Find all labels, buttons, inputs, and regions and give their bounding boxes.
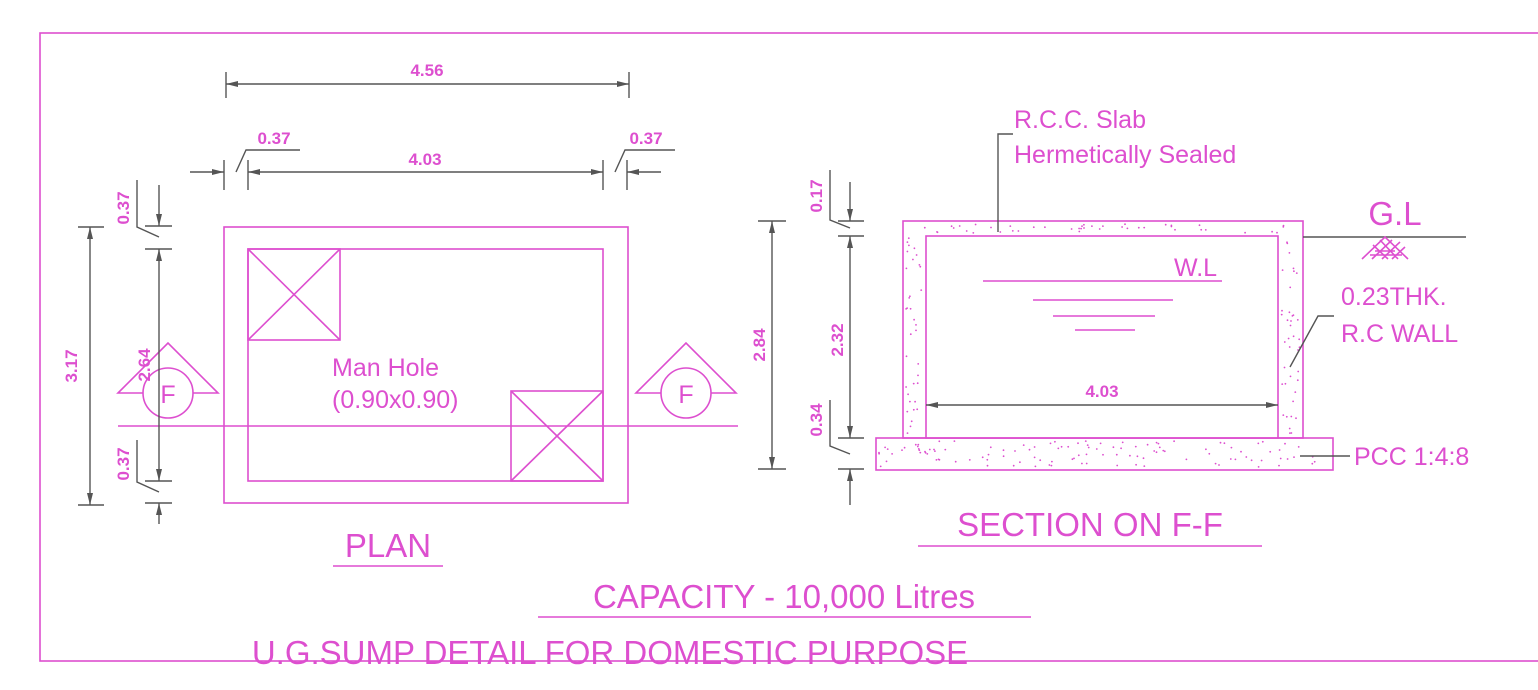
dim-overall-height: 3.17 xyxy=(62,226,104,506)
manhole-2 xyxy=(510,390,604,482)
section-marker-right: F xyxy=(634,341,738,419)
section-mark-right-label: F xyxy=(678,381,693,409)
wall-label-2: R.C WALL xyxy=(1341,320,1458,348)
dim-inner-width-value: 4.03 xyxy=(408,150,441,169)
plan-view: Man Hole (0.90x0.90) F F 4.56 xyxy=(62,61,738,567)
section-marker-left: F xyxy=(116,341,220,419)
manhole-label-2: (0.90x0.90) xyxy=(332,386,458,414)
dim-overall-width: 4.56 xyxy=(225,61,630,98)
plan-outer-wall xyxy=(223,226,629,504)
manhole-label-1: Man Hole xyxy=(332,354,439,382)
manhole-1 xyxy=(247,248,341,341)
water-level-label: W.L xyxy=(1174,254,1217,282)
drawing-title: U.G.SUMP DETAIL FOR DOMESTIC PURPOSE xyxy=(252,634,968,671)
section-inner-cavity xyxy=(925,235,1279,439)
section-mark-left-label: F xyxy=(160,381,175,409)
dim-inner-height: 2.64 0.37 0.37 xyxy=(114,180,172,524)
dim-base-value: 0.34 xyxy=(807,403,826,437)
concrete-hatch xyxy=(878,223,1316,468)
ground-hatch xyxy=(1361,235,1409,260)
dim-slab-value: 0.17 xyxy=(807,179,826,212)
section-title: SECTION ON F-F xyxy=(957,506,1223,543)
ground-level-label: G.L xyxy=(1368,195,1421,232)
plan-title: PLAN xyxy=(345,527,431,564)
slab-leader xyxy=(997,133,1013,232)
dim-overall-height-value: 3.17 xyxy=(62,349,81,382)
dim-inner-width: 4.03 0.37 0.37 xyxy=(190,129,675,190)
dim-section-overall-height: 2.84 xyxy=(750,220,786,470)
capacity-title: CAPACITY - 10,000 Litres xyxy=(593,578,975,615)
dim-wall-right-value: 0.37 xyxy=(629,129,662,148)
slab-label-1: R.C.C. Slab xyxy=(1014,106,1146,134)
water-level-mark xyxy=(983,280,1222,331)
pcc-label: PCC 1:4:8 xyxy=(1354,443,1469,471)
plan-inner-wall xyxy=(247,248,604,482)
dim-section-overall-height-value: 2.84 xyxy=(750,328,769,362)
section-view: G.L W.L R.C.C. Slab Hermetically Sealed … xyxy=(750,106,1469,547)
pcc-base xyxy=(875,437,1334,471)
dim-section-inner-width-value: 4.03 xyxy=(1085,382,1118,401)
dim-overall-width-value: 4.56 xyxy=(410,61,443,80)
dim-inner-height-value: 2.64 xyxy=(135,348,154,382)
dim-section-inner-height-value: 2.32 xyxy=(828,323,847,356)
dim-wall-bottom-value: 0.37 xyxy=(114,447,133,480)
sheet-border xyxy=(39,32,1538,662)
wall-leader xyxy=(1289,315,1334,368)
dim-wall-left-value: 0.37 xyxy=(257,129,290,148)
dim-section-inner-width: 4.03 xyxy=(926,382,1278,408)
dim-section-chain: 0.17 2.32 0.34 xyxy=(807,170,864,505)
slab-label-2: Hermetically Sealed xyxy=(1014,141,1236,169)
dim-wall-top-value: 0.37 xyxy=(114,191,133,224)
wall-label-1: 0.23THK. xyxy=(1341,283,1447,311)
